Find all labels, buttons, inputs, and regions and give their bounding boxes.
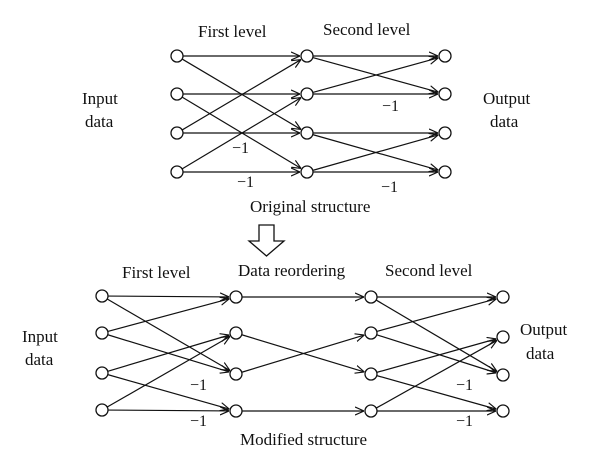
modified-node: [364, 367, 378, 381]
original-twiddle-label: −1: [232, 140, 249, 157]
original-node: [438, 165, 452, 179]
modified-reordering-edge: [241, 335, 365, 373]
modified-second-level-edge: [376, 299, 496, 333]
original-structure-caption: Original structure: [250, 197, 370, 216]
original-node: [170, 165, 184, 179]
original-first-level-edge: [181, 98, 301, 170]
modified-nodes: [95, 289, 510, 418]
original-nodes: [170, 49, 452, 179]
modified-second-level-edge: [376, 334, 497, 373]
modified-node: [496, 368, 510, 382]
modified-data-reordering-label: Data reordering: [238, 261, 346, 280]
modified-first-level-edge: [107, 374, 229, 409]
modified-second-level-edge: [375, 299, 497, 371]
modified-node: [95, 366, 109, 380]
original-node: [170, 49, 184, 63]
modified-node: [364, 404, 378, 418]
original-twiddle-label: −1: [382, 98, 399, 115]
modified-node: [95, 289, 109, 303]
modified-input-label-line2: data: [25, 350, 54, 369]
modified-second-level-edge: [376, 339, 496, 373]
down-arrow-icon: [247, 224, 286, 257]
modified-first-level-label: First level: [122, 263, 191, 282]
modified-structure-caption: Modified structure: [240, 430, 367, 449]
original-input-label-line1: Input: [82, 89, 118, 108]
modified-node: [364, 326, 378, 340]
original-twiddle-label: −1: [237, 174, 254, 191]
original-first-level-label: First level: [198, 22, 267, 41]
original-node: [300, 49, 314, 63]
original-node: [170, 126, 184, 140]
modified-node: [496, 290, 510, 304]
original-node: [170, 87, 184, 101]
modified-twiddle-label: −1: [190, 377, 207, 394]
modified-first-level-edge: [106, 298, 230, 370]
modified-node: [95, 326, 109, 340]
original-node: [300, 165, 314, 179]
modified-first-level-edge: [107, 335, 230, 372]
modified-node: [496, 404, 510, 418]
modified-first-level-edge: [106, 336, 230, 408]
modified-twiddle-label: −1: [190, 413, 207, 430]
modified-first-level-edge: [107, 296, 229, 297]
original-second-level-label: Second level: [323, 20, 411, 39]
original-second-level-edge: [312, 135, 438, 171]
modified-first-level-edge: [107, 410, 229, 411]
modified-twiddle-label: −1: [456, 377, 473, 394]
modified-node: [364, 290, 378, 304]
modified-node: [229, 326, 243, 340]
original-input-label-line2: data: [85, 112, 114, 131]
modified-first-level-edge: [107, 299, 229, 333]
modified-twiddle-label: −1: [456, 413, 473, 430]
modified-second-level-edge: [376, 375, 496, 409]
original-node: [438, 87, 452, 101]
original-twiddle-label: −1: [381, 179, 398, 196]
modified-node: [95, 403, 109, 417]
modified-second-level-edge: [375, 340, 497, 409]
modified-node: [229, 290, 243, 304]
original-node: [438, 126, 452, 140]
modified-node: [229, 367, 243, 381]
modified-input-label-line1: Input: [22, 327, 58, 346]
modified-output-label-line2: data: [526, 344, 555, 363]
original-node: [438, 49, 452, 63]
modified-output-label-line1: Output: [520, 320, 568, 339]
original-second-level-edge: [312, 58, 438, 93]
modified-node: [496, 330, 510, 344]
modified-node: [229, 404, 243, 418]
original-output-label-line1: Output: [483, 89, 531, 108]
modified-edges: [106, 296, 497, 411]
original-node: [300, 126, 314, 140]
modified-second-level-label: Second level: [385, 261, 473, 280]
original-edges: [181, 56, 438, 172]
original-node: [300, 87, 314, 101]
original-output-label-line2: data: [490, 112, 519, 131]
original-first-level-edge: [181, 60, 301, 131]
